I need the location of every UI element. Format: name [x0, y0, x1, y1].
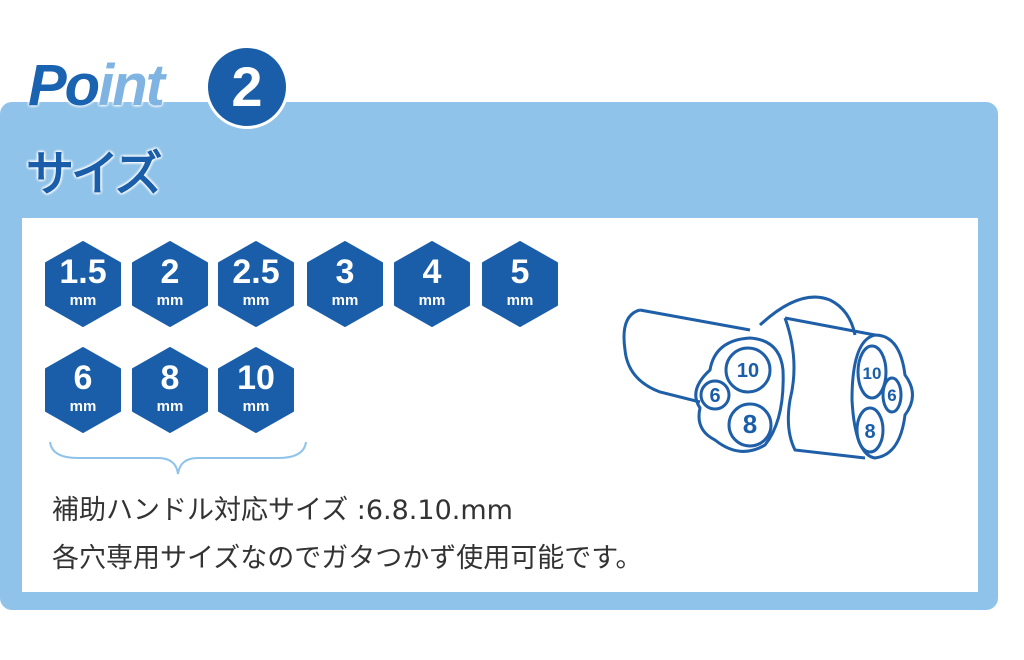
hole-label-8: 8 — [743, 409, 757, 439]
section-title: サイズ — [26, 146, 163, 202]
hexagon-icon — [394, 241, 470, 327]
hole-label-6-side: 6 — [887, 386, 896, 405]
size-unit: mm — [242, 292, 270, 309]
size-value: 10 — [237, 359, 275, 397]
size-unit: mm — [242, 398, 270, 415]
size-value: 5 — [510, 253, 530, 291]
description-line-2: 各穴専用サイズなのでガタつかず使用可能です。 — [52, 543, 643, 574]
size-unit: mm — [418, 292, 446, 309]
hole-label-8-side: 8 — [864, 421, 875, 443]
hexagon-icon — [307, 241, 383, 327]
size-value: 4 — [422, 253, 442, 291]
size-unit: mm — [506, 292, 534, 309]
point-number-badge: 2 — [205, 45, 289, 129]
description-line-1: 補助ハンドル対応サイズ :6.8.10.mm — [52, 495, 513, 526]
size-value: 8 — [160, 359, 180, 397]
size-value: 2 — [160, 253, 180, 291]
hexagon-icon — [132, 347, 208, 433]
size-unit: mm — [156, 292, 184, 309]
socket-handle-illustration: 10 6 8 10 6 8 — [622, 295, 914, 460]
brace-icon — [49, 441, 307, 475]
point-label-faded: int — [98, 53, 165, 118]
point-label: Point — [28, 52, 165, 119]
size-unit: mm — [69, 292, 97, 309]
hole-label-10-side: 10 — [863, 364, 882, 383]
size-value: 6 — [73, 359, 93, 397]
hole-label-10: 10 — [737, 360, 759, 382]
size-unit: mm — [331, 292, 359, 309]
hexagon-icon — [132, 241, 208, 327]
size-unit: mm — [156, 398, 184, 415]
size-value: 2.5 — [232, 253, 280, 291]
point-label-main: Po — [28, 53, 100, 118]
size-value: 1.5 — [59, 253, 107, 291]
hexagon-icon — [482, 241, 558, 327]
hole-label-6: 6 — [709, 385, 720, 407]
hexagon-icon — [218, 347, 294, 433]
hexagon-icon — [218, 241, 294, 327]
hexagon-icon — [45, 241, 121, 327]
size-value: 3 — [335, 253, 355, 291]
size-unit: mm — [69, 398, 97, 415]
hexagon-icon — [45, 347, 121, 433]
